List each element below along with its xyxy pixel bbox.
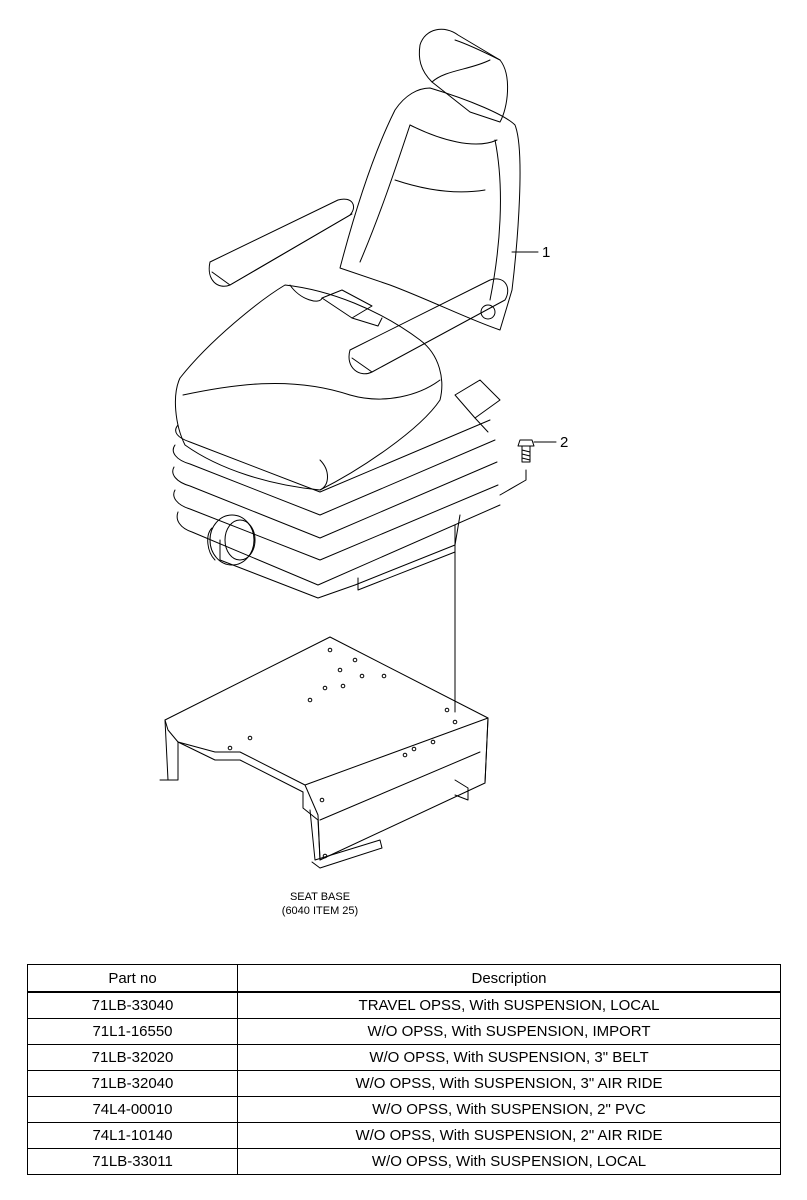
part-no-cell: 71LB-32020 <box>27 1044 238 1071</box>
callout-2: 2 <box>560 434 568 451</box>
header-description: Description <box>237 964 781 993</box>
suspension-bellows <box>172 419 501 599</box>
callout-1: 1 <box>542 244 550 261</box>
table-row: 71LB-32020 W/O OPSS, With SUSPENSION, 3"… <box>27 1044 781 1071</box>
headrest <box>418 28 509 123</box>
seat-cushion <box>175 284 443 491</box>
table-row: 71LB-33011 W/O OPSS, With SUSPENSION, LO… <box>27 1148 781 1175</box>
seat-exploded-drawing: 1 2 SEAT BASE (6040 ITEM 25) <box>159 28 568 917</box>
description-cell: W/O OPSS, With SUSPENSION, 3" BELT <box>237 1044 781 1071</box>
adjustment-knob <box>207 514 256 566</box>
table-row: 71L1-16550 W/O OPSS, With SUSPENSION, IM… <box>27 1018 781 1045</box>
left-armrest <box>208 198 354 287</box>
seat-base <box>159 636 489 869</box>
table-row: 74L4-00010 W/O OPSS, With SUSPENSION, 2"… <box>27 1096 781 1123</box>
right-armrest <box>348 278 509 375</box>
part-no-cell: 71LB-32040 <box>27 1070 238 1097</box>
table-row: 71LB-32040 W/O OPSS, With SUSPENSION, 3"… <box>27 1070 781 1097</box>
description-cell: W/O OPSS, With SUSPENSION, 3" AIR RIDE <box>237 1070 781 1097</box>
parts-table: Part no Description 71LB-33040 TRAVEL OP… <box>27 964 781 1175</box>
part-no-cell: 74L4-00010 <box>27 1096 238 1123</box>
part-no-cell: 71LB-33011 <box>27 1148 238 1175</box>
description-cell: W/O OPSS, With SUSPENSION, IMPORT <box>237 1018 781 1045</box>
part-no-cell: 71L1-16550 <box>27 1018 238 1045</box>
table-row: 71LB-33040 TRAVEL OPSS, With SUSPENSION,… <box>27 991 781 1019</box>
table-header-row: Part no Description <box>27 964 781 993</box>
description-cell: TRAVEL OPSS, With SUSPENSION, LOCAL <box>237 991 781 1019</box>
seat-base-label: SEAT BASE <box>290 891 350 903</box>
part-no-cell: 71LB-33040 <box>27 991 238 1019</box>
table-row: 74L1-10140 W/O OPSS, With SUSPENSION, 2"… <box>27 1122 781 1149</box>
seat-belt <box>289 284 501 433</box>
part-no-cell: 74L1-10140 <box>27 1122 238 1149</box>
header-part-no: Part no <box>27 964 238 993</box>
description-cell: W/O OPSS, With SUSPENSION, 2" AIR RIDE <box>237 1122 781 1149</box>
mounting-bolt <box>499 439 535 496</box>
description-cell: W/O OPSS, With SUSPENSION, LOCAL <box>237 1148 781 1175</box>
description-cell: W/O OPSS, With SUSPENSION, 2" PVC <box>237 1096 781 1123</box>
seat-base-reference: (6040 ITEM 25) <box>282 905 358 917</box>
backrest <box>339 87 521 331</box>
